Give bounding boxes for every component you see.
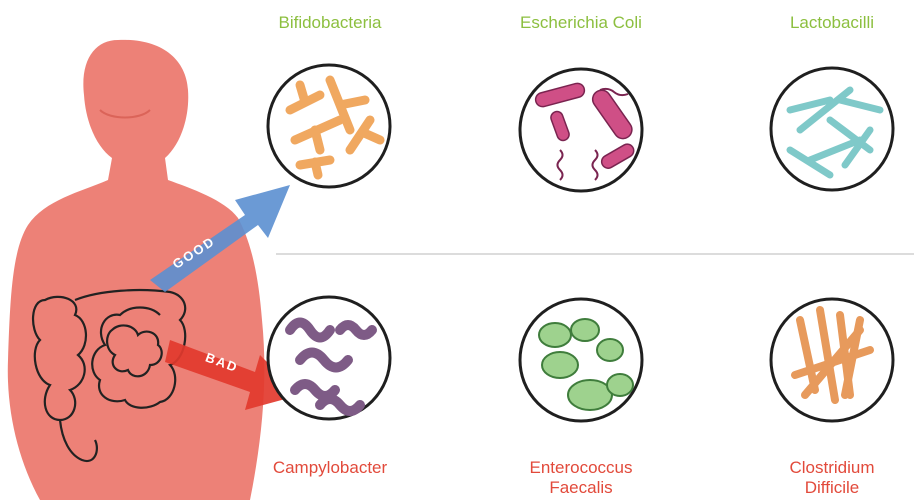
bifidobacteria-circle-icon [268,65,390,187]
label-enterococcus-faecalis: Enterococcus Faecalis [499,458,663,498]
enterococcus-circle-icon [520,299,642,421]
clostridium-circle-icon [771,299,893,421]
label-enterococcus-line2: Faecalis [499,478,663,498]
label-lactobacilli: Lactobacilli [750,13,914,33]
label-enterococcus-line1: Enterococcus [499,458,663,478]
label-clostridium-line2: Difficile [750,478,914,498]
label-campylobacter: Campylobacter [248,458,412,478]
label-escherichia-coli: Escherichia Coli [499,13,663,33]
human-torso-figure [8,40,265,500]
label-clostridium-difficile: Clostridium Difficile [750,458,914,498]
lactobacilli-circle-icon [771,68,893,190]
label-bifidobacteria: Bifidobacteria [248,13,412,33]
campylobacter-circle-icon [268,297,390,419]
label-clostridium-line1: Clostridium [750,458,914,478]
ecoli-circle-icon [520,69,642,191]
